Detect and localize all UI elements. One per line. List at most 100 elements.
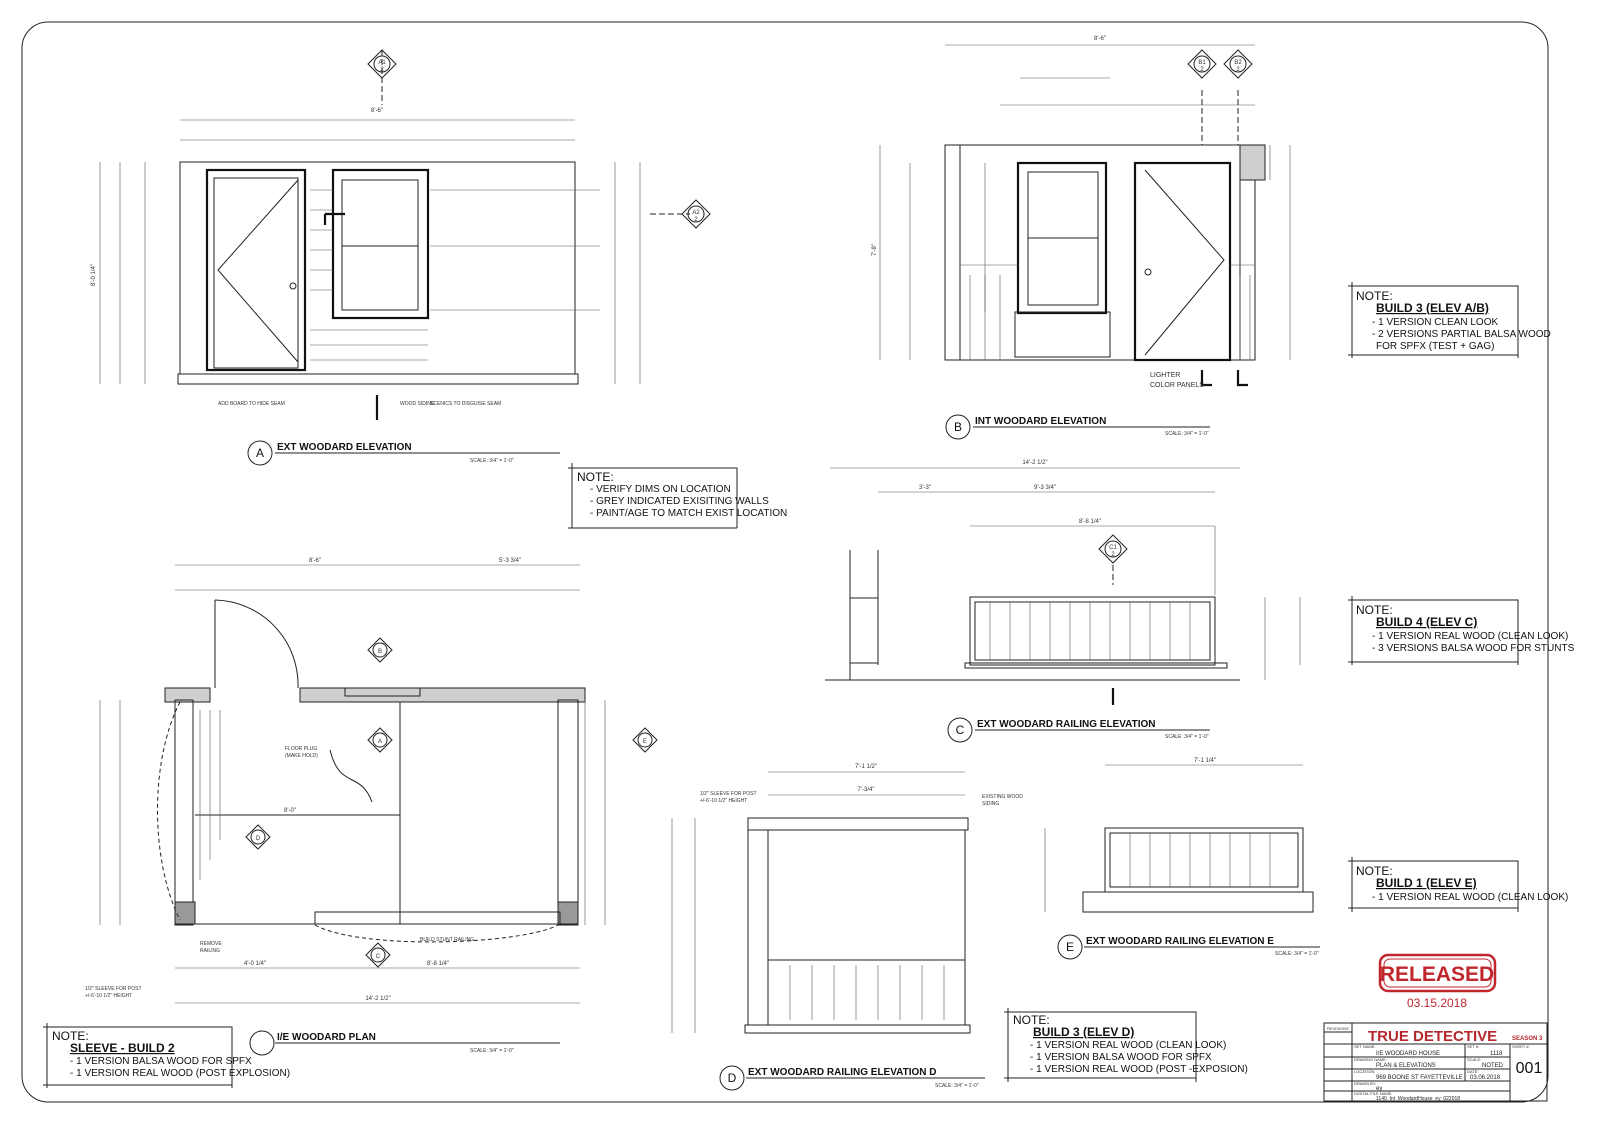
plan-marker-b[interactable]: B [367, 637, 393, 663]
scale-e: SCALE: 3/4" = 1'-0" [1275, 951, 1319, 957]
svg-text:BUILD 1 (ELEV E): BUILD 1 (ELEV E) [1376, 876, 1477, 890]
elevation-d: 7'-1 1/2" 7'-3/4" 1/2" SLEEVE FOR POST +… [671, 764, 1023, 1034]
svg-text:A: A [256, 446, 264, 460]
svg-text:BUILD 3 (ELEV A/B): BUILD 3 (ELEV A/B) [1376, 301, 1489, 315]
view-title-c: C EXT WOODARD RAILING ELEVATION SCALE: 3… [947, 717, 1210, 743]
dim-a-height: 8'-0 1/4" [91, 264, 97, 286]
section-marker-b2[interactable]: B2 2 [1223, 49, 1253, 79]
dim-c-inner: 9'-3 3/4" [1034, 485, 1056, 491]
scale-d: SCALE: 3/4" = 1'-0" [935, 1083, 979, 1089]
annotation-make-hold: (MAKE HOLD) [285, 753, 318, 759]
svg-text:- 1 VERSION REAL WOOD (POST -E: - 1 VERSION REAL WOOD (POST -EXPOSION) [1030, 1064, 1248, 1075]
plan-marker-d[interactable]: D [245, 824, 271, 850]
note-build-3-elev-d: NOTE: BUILD 3 (ELEV D) - 1 VERSION REAL … [1004, 1008, 1248, 1082]
view-title-b: B INT WOODARD ELEVATION SCALE: 3/4" = 1'… [945, 414, 1210, 440]
annotation-floor-plug: FLOOR PLUG [285, 746, 317, 752]
svg-text:2: 2 [694, 217, 698, 223]
scale-c: SCALE: 3/4" = 1'-0" [1165, 734, 1209, 740]
svg-text:A: A [378, 739, 382, 745]
annotation-wood-siding: WOOD SIDING [400, 401, 435, 407]
scale: NOTED [1482, 1063, 1504, 1069]
svg-text:SET NAME:: SET NAME: [1354, 1044, 1376, 1049]
title-block: REVISIONS TRUE DETECTIVE SEASON 3 SET NA… [1323, 1022, 1548, 1102]
sheet-number: 001 [1516, 1060, 1543, 1077]
svg-text:NOTE:: NOTE: [577, 470, 614, 484]
set-name: I/E WOODARD HOUSE [1376, 1051, 1440, 1057]
elevation-b: 8'-6" 7'-8" LIGHTER COLOR PANELS [872, 36, 1291, 389]
svg-text:C1: C1 [1109, 545, 1117, 551]
scale-b: SCALE: 3/4" = 1'-0" [1165, 431, 1209, 437]
note-build-4-elev-c: NOTE: BUILD 4 (ELEV C) - 1 VERSION REAL … [1348, 596, 1575, 665]
scale-plan: SCALE: 3/4" = 1'-0" [470, 1048, 514, 1054]
svg-text:LOCATION:: LOCATION: [1354, 1069, 1375, 1074]
dim-d-width: 7'-1 1/2" [855, 764, 877, 770]
svg-text:2: 2 [1111, 552, 1115, 558]
svg-text:2: 2 [1236, 67, 1240, 73]
svg-text:C: C [376, 954, 381, 960]
section-marker-a1[interactable]: A1 2 [367, 49, 397, 79]
annotation-stunt-railing: BUILD STUNT RAILING [420, 937, 474, 943]
show-title: TRUE DETECTIVE [1368, 1028, 1497, 1045]
note-build-1-elev-e: NOTE: BUILD 1 (ELEV E) - 1 VERSION REAL … [1348, 857, 1568, 912]
plan-marker-e[interactable]: E [632, 727, 658, 753]
drawing-name: PLAN & ELEVATIONS [1376, 1063, 1436, 1069]
annotation-existing-wood: EXISTING WOOD [982, 794, 1023, 800]
svg-text:- 3 VERSIONS BALSA WOOD FOR ST: - 3 VERSIONS BALSA WOOD FOR STUNTS [1372, 643, 1575, 654]
dim-plan-right: 5'-3 3/4" [499, 558, 521, 564]
view-title-d: D EXT WOODARD RAILING ELEVATION D SCALE:… [719, 1065, 985, 1091]
svg-text:SLEEVE - BUILD 2: SLEEVE - BUILD 2 [70, 1041, 175, 1055]
svg-text:E: E [1066, 940, 1074, 954]
svg-text:NOTE:: NOTE: [1013, 1013, 1050, 1027]
section-marker-c1[interactable]: C1 2 [1098, 534, 1128, 564]
svg-text:- 1 VERSION REAL WOOD (CLEAN L: - 1 VERSION REAL WOOD (CLEAN LOOK) [1372, 631, 1568, 642]
dim-plan-bottom-left: 4'-0 1/4" [244, 961, 266, 967]
svg-text:2: 2 [1200, 67, 1204, 73]
svg-text:- 1 VERSION REAL WOOD (POST EX: - 1 VERSION REAL WOOD (POST EXPLOSION) [70, 1068, 290, 1079]
section-marker-b1[interactable]: B1 2 [1187, 49, 1217, 79]
svg-text:D: D [728, 1071, 737, 1085]
section-marker-a2[interactable]: A2 2 [681, 199, 711, 229]
svg-text:B: B [378, 649, 382, 655]
annotation-d-sleeve: 1/2" SLEEVE FOR POST [700, 791, 757, 797]
svg-text:E: E [643, 739, 647, 745]
svg-text:SET #:: SET #: [1467, 1044, 1479, 1049]
dim-a-width: 8'-6" [371, 108, 383, 114]
note-build-3-elev-ab: NOTE: BUILD 3 (ELEV A/B) - 1 VERSION CLE… [1348, 282, 1551, 358]
plan-marker-c[interactable]: C [365, 942, 391, 968]
svg-text:DRAWING NAME:: DRAWING NAME: [1354, 1057, 1387, 1062]
elevation-c: 14'-2 1/2" 3'-3" 9'-3 3/4" 8'-8 1/4" [825, 460, 1301, 705]
view-title-plan-text: I/E WOODARD PLAN [277, 1032, 376, 1043]
view-title-a-text: EXT WOODARD ELEVATION [277, 442, 412, 453]
svg-text:DATE:: DATE: [1467, 1069, 1478, 1074]
annotation-lighter: LIGHTER [1150, 372, 1180, 379]
annotation-remove: REMOVE [200, 941, 222, 947]
dim-plan-width: 8'-6" [309, 558, 321, 564]
dim-plan-inner: 8'-0" [284, 808, 296, 814]
svg-text:2: 2 [380, 67, 384, 73]
dim-c-rail: 8'-8 1/4" [1079, 519, 1101, 525]
svg-text:FOR SPFX (TEST + GAG): FOR SPFX (TEST + GAG) [1376, 341, 1494, 352]
sheet-border [21, 21, 1549, 1103]
svg-text:- 1 VERSION REAL WOOD (CLEAN L: - 1 VERSION REAL WOOD (CLEAN LOOK) [1030, 1040, 1226, 1051]
note-sleeve-build-2: NOTE: SLEEVE - BUILD 2 - 1 VERSION BALSA… [43, 1023, 290, 1088]
svg-text:B2: B2 [1234, 60, 1242, 66]
view-title-b-text: INT WOODARD ELEVATION [975, 416, 1106, 427]
plan-marker-a[interactable]: A [367, 727, 393, 753]
annotation-add-board: ADD BOARD TO HIDE SEAM [218, 401, 285, 407]
dim-b-height: 7'-8" [872, 244, 878, 256]
svg-text:- 1 VERSION CLEAN LOOK: - 1 VERSION CLEAN LOOK [1372, 317, 1498, 328]
svg-text:B1: B1 [1198, 60, 1206, 66]
view-title-a: A EXT WOODARD ELEVATION SCALE: 3/4" = 1'… [247, 440, 560, 466]
released-stamp: RELEASED 03.15.2018 [1378, 953, 1497, 1010]
svg-text:NOTE:: NOTE: [1356, 289, 1393, 303]
released-date: 03.15.2018 [1407, 996, 1467, 1010]
svg-text:SHEET #:: SHEET #: [1512, 1044, 1530, 1049]
note-general: NOTE: - VERIFY DIMS ON LOCATION - GREY I… [568, 463, 787, 529]
plan-view: 8'-6" 5'-3 3/4" 14'-2 1/2" 4'-0 1/4" 8'-… [85, 558, 606, 1004]
file-name: 1140_Int_WoodardHouse_ey_022018 [1376, 1096, 1460, 1102]
location: 969 BOONE ST FAYETTEVILLE [1376, 1075, 1463, 1081]
annotation-sleeve-height: +/-6'-10 1/2" HEIGHT [85, 993, 132, 999]
dim-e-width: 7'-1 1/4" [1194, 758, 1216, 764]
svg-text:A1: A1 [378, 60, 386, 66]
svg-text:- 1 VERSION BALSA WOOD FOR SPF: - 1 VERSION BALSA WOOD FOR SPFX [70, 1056, 252, 1067]
